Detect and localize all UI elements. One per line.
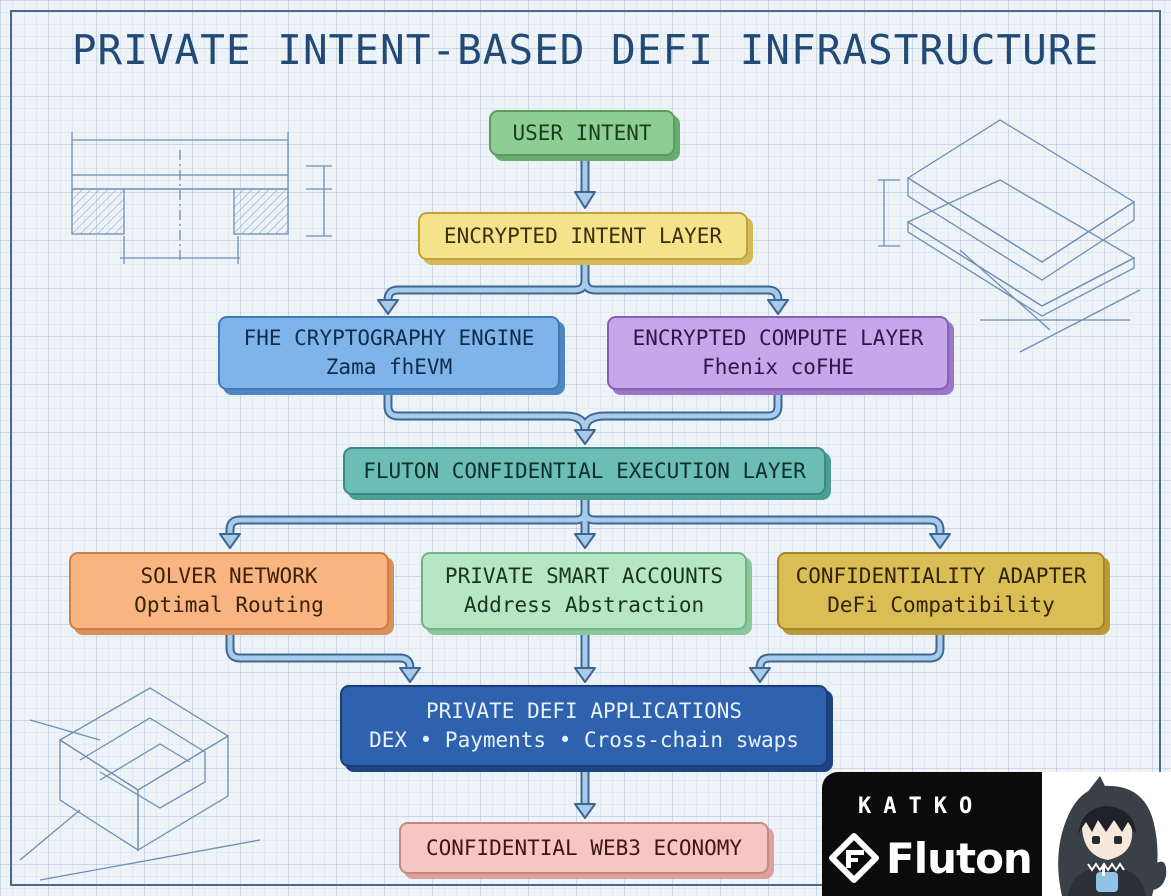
solver-network-title: SOLVER NETWORK — [140, 564, 318, 588]
defi-apps-subtitle: DEX • Payments • Cross-chain swaps — [369, 728, 799, 752]
private-defi-applications-node: PRIVATE DEFI APPLICATIONS DEX • Payments… — [340, 685, 828, 767]
economy-label: CONFIDENTIAL WEB3 ECONOMY — [425, 835, 743, 860]
solver-network-subtitle: Optimal Routing — [134, 593, 324, 617]
brand-name: Fluton — [886, 833, 1033, 883]
brand-tag: KATKO — [858, 794, 985, 819]
blueprint-frame — [10, 10, 1161, 886]
encrypted-compute-subtitle: Fhenix coFHE — [702, 355, 854, 379]
fluton-execution-label: FLUTON CONFIDENTIAL EXECUTION LAYER — [363, 458, 806, 483]
user-intent-label: USER INTENT — [512, 120, 652, 145]
fhe-engine-subtitle: Zama fhEVM — [325, 355, 453, 379]
encrypted-intent-layer-node: ENCRYPTED INTENT LAYER — [418, 212, 748, 260]
adapter-title: CONFIDENTIALITY ADAPTER — [795, 564, 1087, 588]
adapter-subtitle: DeFi Compatibility — [827, 593, 1055, 617]
smart-accounts-subtitle: Address Abstraction — [463, 593, 705, 617]
brand-lockup: Fluton — [828, 832, 1033, 884]
encrypted-compute-title: ENCRYPTED COMPUTE LAYER — [632, 326, 924, 350]
fluton-logo-icon — [829, 833, 879, 883]
fluton-execution-layer-node: FLUTON CONFIDENTIAL EXECUTION LAYER — [343, 447, 826, 495]
encrypted-intent-label: ENCRYPTED INTENT LAYER — [443, 223, 723, 248]
page-title: PRIVATE INTENT-BASED DEFI INFRASTRUCTURE — [71, 26, 1100, 74]
confidential-web3-economy-node: CONFIDENTIAL WEB3 ECONOMY — [399, 822, 769, 874]
defi-apps-title: PRIVATE DEFI APPLICATIONS — [425, 699, 743, 723]
mascot-avatar — [1042, 772, 1171, 896]
private-smart-accounts-node: PRIVATE SMART ACCOUNTS Address Abstracti… — [421, 552, 747, 630]
smart-accounts-title: PRIVATE SMART ACCOUNTS — [444, 564, 724, 588]
solver-network-node: SOLVER NETWORK Optimal Routing — [69, 552, 389, 630]
fhe-engine-title: FHE CRYPTOGRAPHY ENGINE — [243, 326, 535, 350]
confidentiality-adapter-node: CONFIDENTIALITY ADAPTER DeFi Compatibili… — [777, 552, 1105, 630]
brand-badge: KATKO Fluton — [822, 772, 1171, 896]
user-intent-node: USER INTENT — [489, 110, 675, 156]
brand-logo-panel: KATKO Fluton — [822, 772, 1042, 896]
fhe-cryptography-engine-node: FHE CRYPTOGRAPHY ENGINE Zama fhEVM — [218, 316, 560, 390]
encrypted-compute-layer-node: ENCRYPTED COMPUTE LAYER Fhenix coFHE — [607, 316, 949, 390]
mascot-avatar-icon — [1058, 776, 1167, 896]
